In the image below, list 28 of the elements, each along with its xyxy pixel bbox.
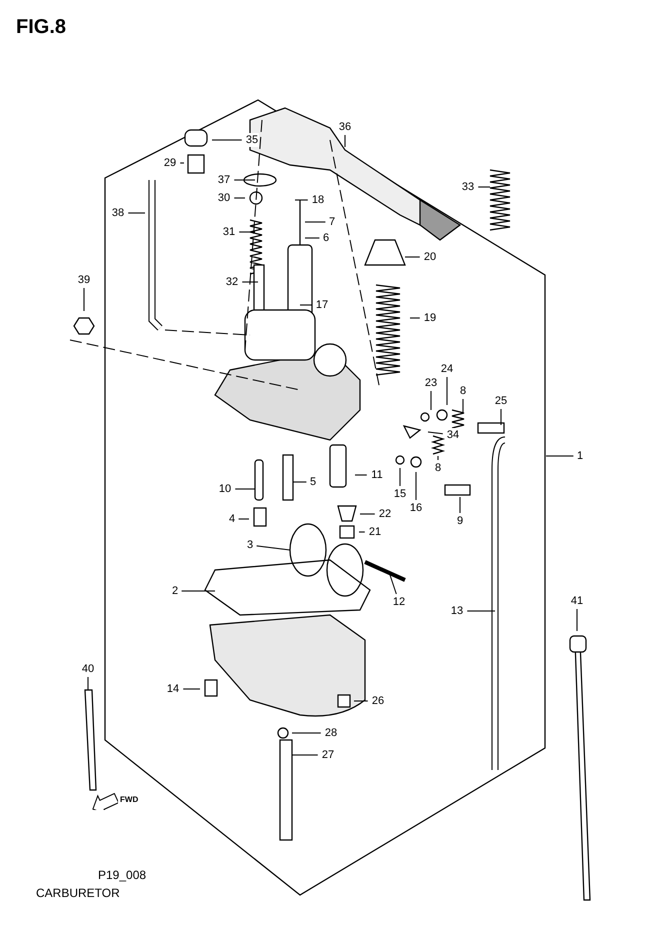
leader-line	[430, 390, 432, 410]
leader-line	[390, 574, 397, 594]
leader-line	[446, 376, 448, 406]
leader-line	[404, 256, 420, 258]
leader-line	[181, 590, 216, 592]
leader-line	[234, 488, 256, 490]
reference-code: P19_008	[98, 867, 146, 884]
leader-line	[466, 610, 496, 612]
leader-line	[300, 304, 312, 306]
leader-line	[478, 186, 490, 188]
callout-number: 35	[244, 133, 260, 147]
figure-caption: CARBURETOR	[36, 885, 120, 902]
leader-line	[182, 688, 200, 690]
leader-line	[354, 700, 368, 702]
direction-label: FWD	[120, 794, 138, 806]
leader-line	[576, 608, 578, 632]
leader-line	[128, 212, 146, 214]
leader-line	[354, 474, 368, 476]
leader-line	[292, 754, 318, 756]
figure-title: FIG.8	[16, 15, 66, 40]
leader-line	[292, 732, 322, 734]
leader-line	[344, 134, 346, 148]
leader-line	[428, 432, 444, 434]
leader-line	[256, 545, 290, 550]
leader-line	[500, 408, 502, 426]
leader-line	[238, 518, 250, 520]
leader-line	[462, 398, 464, 412]
leader-line	[180, 162, 184, 164]
